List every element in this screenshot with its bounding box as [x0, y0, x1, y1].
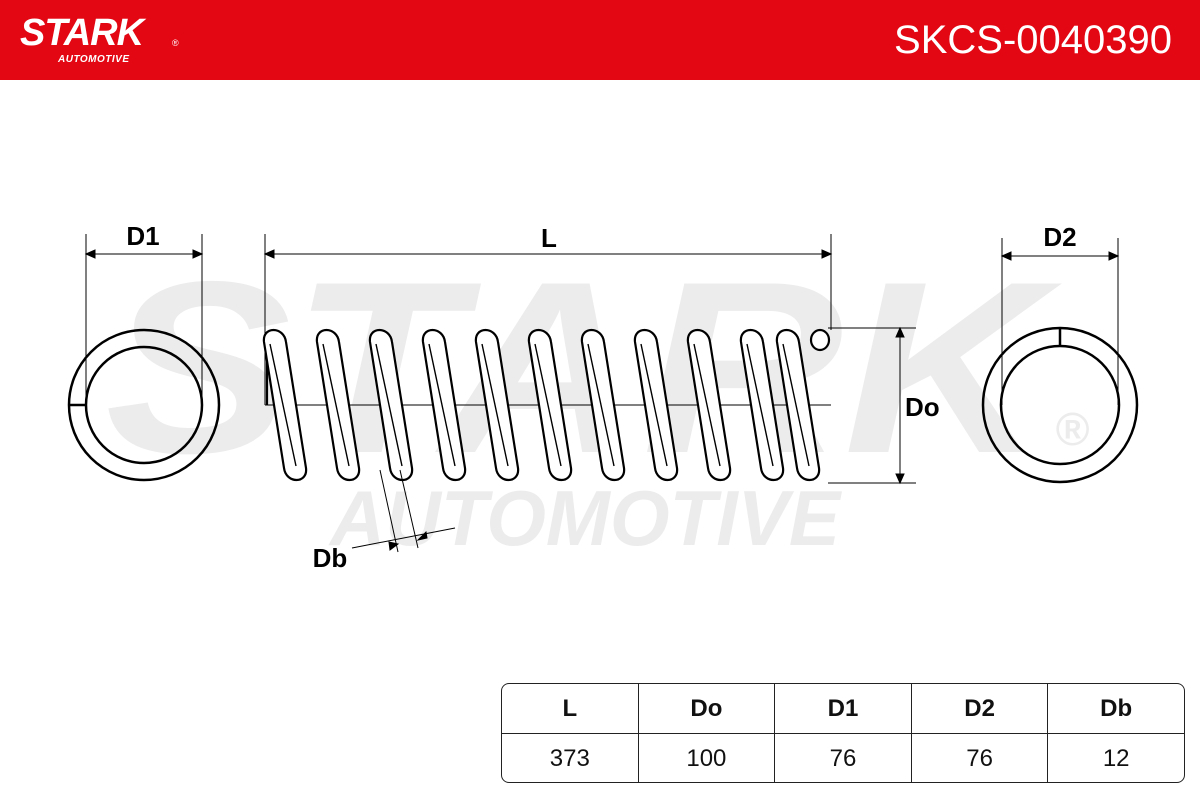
spec-header-do: Do: [637, 684, 775, 733]
spec-value-row: 373 100 76 76 12: [502, 733, 1184, 782]
coil-turn-edge: [782, 343, 810, 467]
coil-turn-edge: [534, 343, 562, 467]
spec-header-d1: D1: [774, 684, 911, 733]
spec-table: L Do D1 D2 Db 373 100 76 76 12: [501, 683, 1185, 783]
coil-turn-edge: [322, 343, 350, 467]
label-d2: D2: [1043, 222, 1076, 252]
dimension-l: [263, 234, 833, 405]
watermark-main: STARK: [105, 230, 1062, 504]
stark-logo: STARK ® AUTOMOTIVE: [20, 12, 190, 72]
dimension-d1: [84, 234, 204, 405]
logo-registered-mark: ®: [172, 38, 179, 48]
coil-turn-edge: [375, 343, 403, 467]
end-ring-d2: [981, 326, 1139, 484]
coil-turn-edge: [693, 343, 721, 467]
coil-turn-edge: [428, 343, 456, 467]
dimension-d2: [1000, 238, 1120, 405]
spec-value-l: 373: [549, 744, 590, 772]
coil-turn-edge: [587, 343, 615, 467]
spec-header-l: L: [562, 694, 578, 722]
watermark-sub: AUTOMOTIVE: [328, 474, 842, 562]
dimension-do: [828, 326, 916, 485]
logo-text: STARK: [20, 12, 144, 54]
spec-header-row: L Do D1 D2 Db: [502, 684, 1184, 733]
coil-spring: [262, 328, 831, 482]
logo-subtext: AUTOMOTIVE: [58, 54, 130, 65]
coil-turn-edge: [746, 343, 774, 467]
coil-turn-edge: [640, 343, 668, 467]
spec-header-db: Db: [1047, 684, 1184, 733]
spring-diagram: STARK AUTOMOTIVE ® D1 D2 L: [67, 221, 1139, 573]
coil-turn-edge: [269, 343, 297, 467]
spec-header-d2: D2: [910, 684, 1048, 733]
label-db: Db: [313, 543, 348, 573]
dimension-db: [351, 469, 456, 553]
coil-turn-edge: [481, 343, 509, 467]
spec-value-do: 100: [637, 734, 775, 782]
spec-value-db: 12: [1047, 734, 1184, 782]
label-l: L: [541, 223, 557, 253]
part-number: SKCS-0040390: [894, 18, 1172, 62]
header-bar: STARK ® AUTOMOTIVE SKCS-0040390: [0, 0, 1200, 80]
label-d1: D1: [126, 221, 159, 251]
spec-value-d1: 76: [774, 734, 911, 782]
spec-value-d2: 76: [910, 734, 1048, 782]
watermark-registered: ®: [1055, 403, 1089, 455]
label-do: Do: [905, 392, 940, 422]
